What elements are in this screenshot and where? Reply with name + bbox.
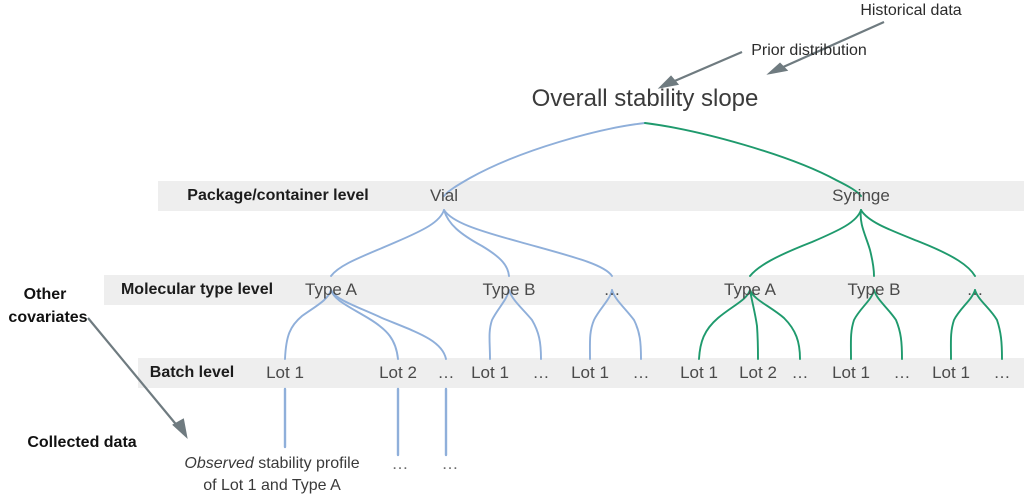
molecular-node-syringe-ellipsis[interactable]: … — [966, 280, 984, 299]
collected-data-annotation: Collected data — [27, 434, 137, 451]
molecular-node-vial-type-a[interactable]: Type A — [305, 280, 357, 299]
package-node-syringe[interactable]: Syringe — [832, 186, 890, 205]
other-covariates-annotation-line2: covariates — [8, 309, 88, 326]
row-label-package-container-level: Package/container level — [187, 187, 369, 204]
observed-caption-rest: stability profile — [253, 455, 360, 472]
batch-node-1[interactable]: Lot 1 — [266, 363, 304, 382]
row-label-batch-level: Batch level — [149, 364, 235, 381]
batch-node-10[interactable]: … — [791, 363, 809, 382]
batch-node-14[interactable]: … — [993, 363, 1011, 382]
prior-distribution-annotation: Prior distribution — [751, 42, 867, 59]
molecular-node-vial-type-b[interactable]: Type B — [482, 280, 536, 299]
batch-node-5[interactable]: … — [532, 363, 550, 382]
batch-node-9[interactable]: Lot 2 — [739, 363, 777, 382]
batch-node-8[interactable]: Lot 1 — [680, 363, 718, 382]
other-covariates-annotation-line1: Other — [23, 286, 67, 303]
batch-node-3[interactable]: … — [437, 363, 455, 382]
row-label-molecular-type-level: Molecular type level — [120, 281, 274, 298]
collected-data-ellipsis-2: … — [441, 454, 459, 473]
molecular-node-syringe-type-b[interactable]: Type B — [847, 280, 901, 299]
batch-node-6[interactable]: Lot 1 — [571, 363, 609, 382]
batch-node-12[interactable]: … — [893, 363, 911, 382]
batch-node-7[interactable]: … — [632, 363, 650, 382]
historical-data-annotation: Historical data — [860, 2, 962, 19]
batch-node-2[interactable]: Lot 2 — [379, 363, 417, 382]
batch-level-band — [138, 358, 1024, 388]
observed-stability-profile-caption: Observed stability profile of Lot 1 and … — [142, 453, 402, 496]
package-node-vial[interactable]: Vial — [429, 186, 459, 205]
batch-node-11[interactable]: Lot 1 — [832, 363, 870, 382]
collected-data-ellipsis-1: … — [391, 454, 409, 473]
batch-node-4[interactable]: Lot 1 — [471, 363, 509, 382]
molecular-node-syringe-type-a[interactable]: Type A — [724, 280, 776, 299]
molecular-node-vial-ellipsis[interactable]: … — [603, 280, 621, 299]
observed-keyword: Observed — [184, 455, 254, 472]
batch-node-13[interactable]: Lot 1 — [932, 363, 970, 382]
root-node-overall-stability-slope: Overall stability slope — [531, 85, 759, 112]
observed-caption-line2: of Lot 1 and Type A — [203, 476, 341, 494]
